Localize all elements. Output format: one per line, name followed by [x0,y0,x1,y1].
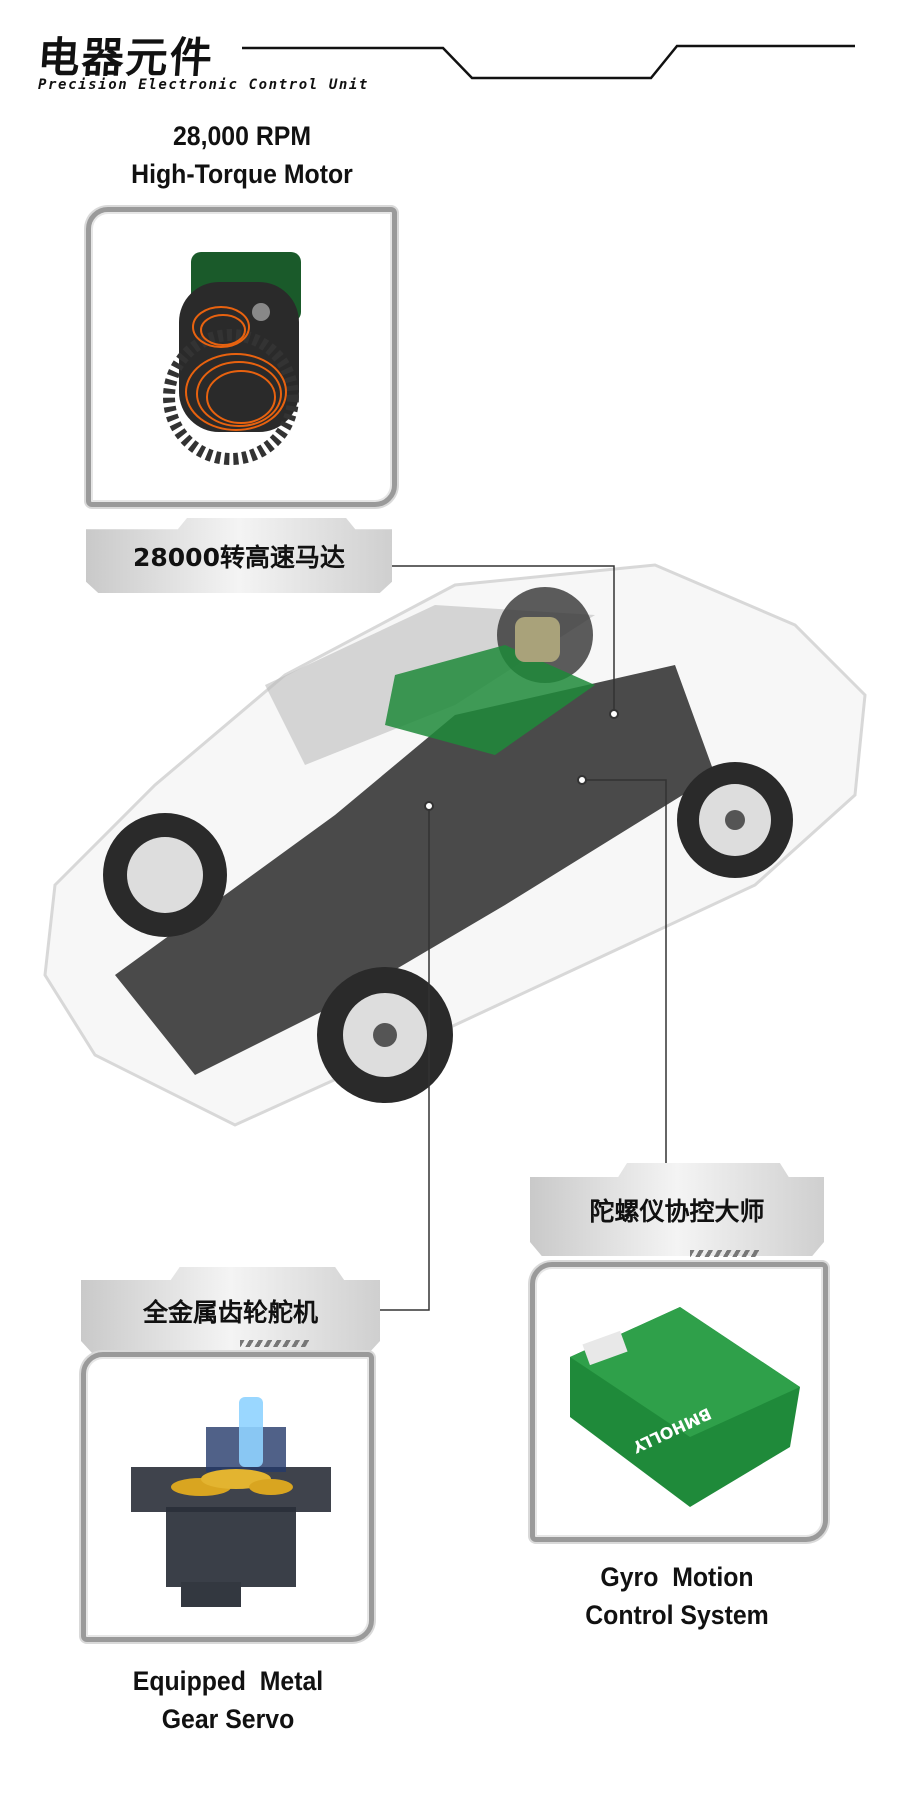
servo-caption-line1: Equipped Metal [132,1666,324,1696]
servo-caption-line2: Gear Servo [161,1704,295,1734]
motor-caption: 28,000 RPM High-Torque Motor [104,117,380,193]
header-decor-line [242,44,855,80]
page-subtitle: Precision Electronic Control Unit [38,77,369,93]
servo-stripes-decor [240,1340,310,1347]
gyro-image: BMHOLLY [570,1307,800,1507]
motor-label: 28000转高速马达 [86,518,392,593]
gyro-image-frame: BMHOLLY [530,1262,828,1542]
motor-caption-line2: High-Torque Motor [131,159,353,189]
gyro-caption-line1: Gyro Motion [600,1562,754,1592]
gyro-label: 陀螺仪协控大师 [530,1163,824,1256]
servo-label: 全金属齿轮舵机 [81,1267,380,1354]
gyro-caption: Gyro Motion Control System [539,1558,815,1634]
servo-caption: Equipped Metal Gear Servo [90,1662,366,1738]
servo-image-frame [81,1352,374,1642]
motor-image [163,252,301,465]
motor-image-frame [86,207,397,507]
gyro-stripes-decor [690,1250,760,1257]
car-image [43,563,867,1127]
gyro-caption-line2: Control System [585,1600,769,1630]
servo-image [131,1397,331,1607]
motor-caption-line1: 28,000 RPM [172,121,312,151]
